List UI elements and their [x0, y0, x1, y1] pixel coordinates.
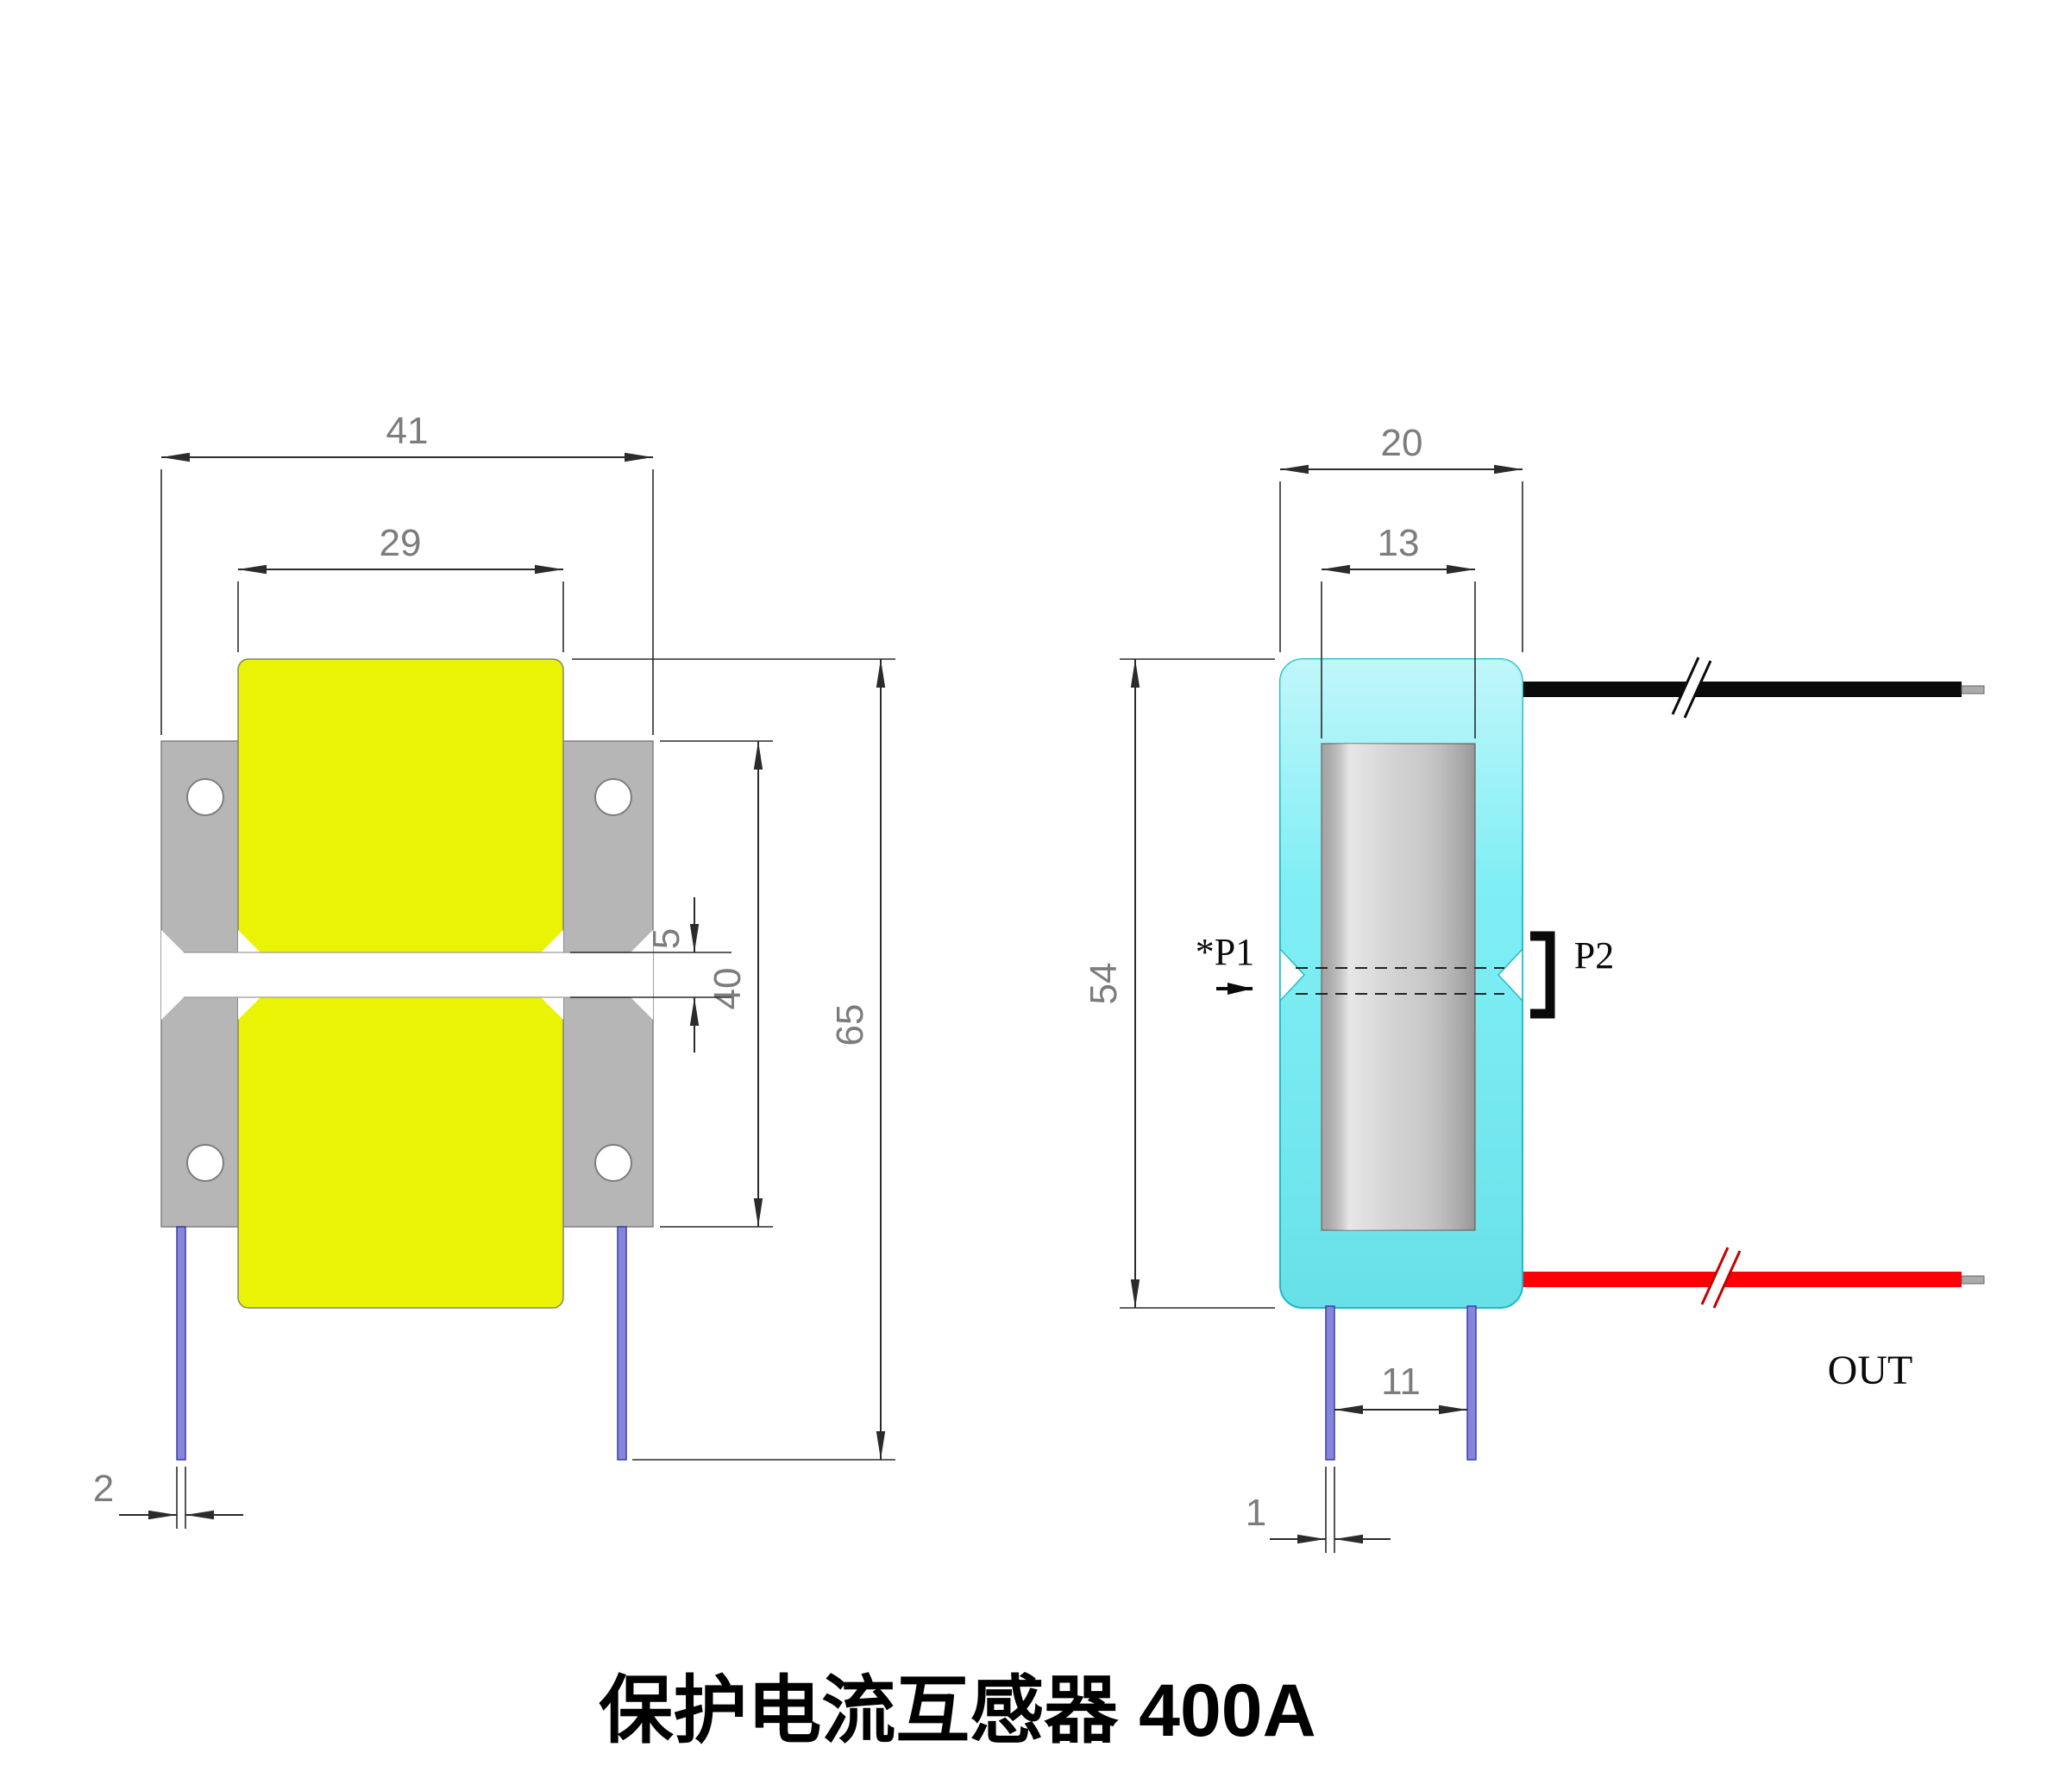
housing-notch-right — [1497, 947, 1523, 1002]
screw-hole-top-left — [186, 778, 224, 816]
lead-wire-black — [1520, 682, 1962, 697]
dim-front-plate-height: 40 — [660, 740, 773, 1228]
dim-front-pin-width: 2 — [93, 1467, 243, 1529]
dim-front-gap-height: 5 — [570, 897, 731, 1053]
screw-hole-top-right — [594, 778, 632, 816]
front-view — [160, 658, 654, 1461]
p1-label: *P1 — [1196, 931, 1254, 973]
wire-break-symbol-red — [1700, 1246, 1742, 1310]
housing-notch-left — [1279, 947, 1306, 1002]
dim-front-overall-height: 65 — [572, 658, 895, 1461]
core-sheen — [1322, 744, 1475, 1230]
clamp-bracket — [1530, 931, 1555, 1019]
side-view: *P1 P2 OUT — [1196, 656, 1985, 1461]
screw-hole-bottom-left — [186, 1144, 224, 1182]
drawing-title: 保护电流互感器 400A — [599, 1669, 1316, 1752]
dimensions-front: 41 29 65 40 5 — [93, 410, 895, 1529]
terminal-pin-side-right — [1466, 1305, 1477, 1461]
terminal-pin-front-right — [617, 1226, 627, 1461]
dim-label-1: 1 — [1246, 1492, 1266, 1534]
dim-side-pin-width: 1 — [1246, 1467, 1391, 1553]
lead-wire-red — [1520, 1272, 1962, 1287]
dim-front-body-width: 29 — [237, 522, 564, 652]
core-air-gap — [161, 952, 653, 997]
dim-side-overall-width: 20 — [1279, 422, 1523, 652]
dim-side-pin-spacing: 11 — [1334, 1361, 1467, 1415]
out-label: OUT — [1828, 1348, 1913, 1393]
dim-label-40: 40 — [706, 968, 749, 1010]
dim-label-5: 5 — [645, 928, 688, 949]
dim-label-11: 11 — [1381, 1361, 1421, 1403]
dim-front-overall-width: 41 — [160, 410, 654, 735]
screw-hole-bottom-right — [594, 1144, 632, 1182]
dimensions-side: 20 13 54 11 1 — [1083, 422, 1523, 1553]
lead-wire-black-tip — [1961, 685, 1985, 694]
lead-wire-red-tip — [1961, 1275, 1985, 1285]
terminal-pin-front-left — [176, 1226, 186, 1461]
terminal-pin-side-left — [1325, 1305, 1335, 1461]
p2-label: P2 — [1574, 934, 1614, 977]
dim-label-54: 54 — [1083, 963, 1125, 1005]
dim-side-overall-height: 54 — [1083, 658, 1275, 1309]
dim-label-13: 13 — [1378, 522, 1420, 564]
dim-label-41: 41 — [386, 410, 429, 452]
dim-label-20: 20 — [1381, 422, 1423, 464]
wire-break-symbol-black — [1671, 656, 1712, 720]
dim-label-65: 65 — [829, 1004, 871, 1046]
dim-label-29: 29 — [380, 522, 422, 564]
dim-side-core-width: 13 — [1321, 522, 1476, 738]
dim-label-2: 2 — [93, 1467, 114, 1510]
